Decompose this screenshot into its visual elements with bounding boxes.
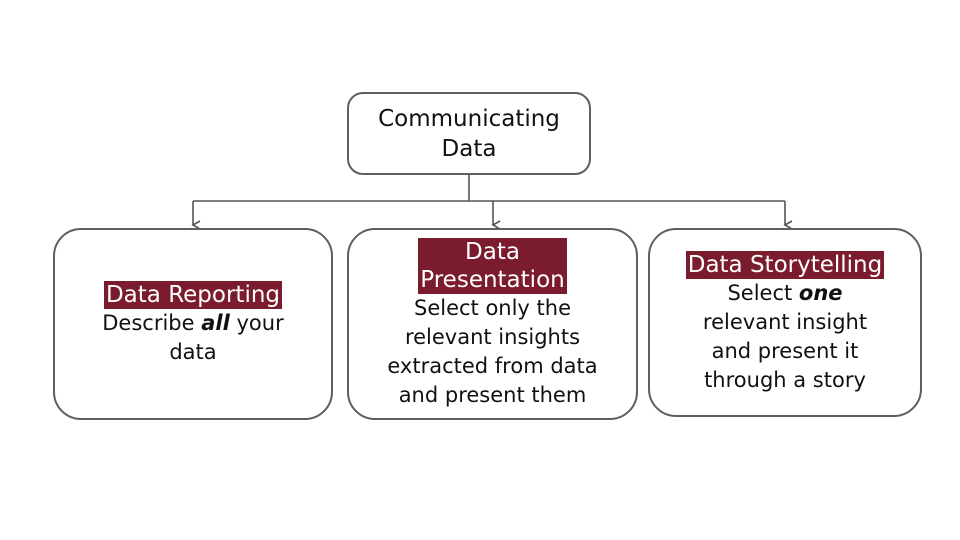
node-description-line: Describe all your — [102, 309, 283, 338]
node-data-presentation: Data Presentation Select only the releva… — [347, 228, 638, 420]
node-description-line: and present it — [711, 338, 859, 363]
node-description-line: Select only the — [413, 296, 572, 320]
desc-text: Select — [727, 280, 799, 305]
node-description: Describe all your data — [102, 309, 283, 367]
node-title-line: Data — [465, 239, 520, 265]
node-description-line: Select one — [703, 279, 867, 308]
desc-emphasis: one — [798, 280, 843, 305]
node-title-line: Presentation — [420, 267, 565, 293]
root-node-label-line: Data — [441, 135, 497, 162]
desc-text: Describe — [102, 311, 202, 335]
desc-text: your — [229, 311, 284, 335]
node-title: Data Storytelling — [685, 250, 885, 279]
node-description-line: through a story — [704, 367, 866, 392]
node-description: Select only the relevant insights extrac… — [387, 294, 597, 410]
root-node-communicating-data: Communicating Data — [347, 92, 591, 175]
node-description-line: relevant insights — [404, 325, 581, 349]
desc-emphasis: all — [201, 311, 230, 335]
node-title: Data Reporting — [103, 281, 283, 309]
node-data-reporting: Data Reporting Describe all your data — [53, 228, 333, 420]
node-description-line: relevant insight — [702, 309, 868, 334]
node-title-line: Data Storytelling — [687, 251, 883, 278]
node-data-storytelling: Data Storytelling Select one relevant in… — [648, 228, 922, 417]
node-description-line: and present them — [398, 383, 587, 407]
node-description-line: extracted from data — [387, 354, 598, 378]
desc-text: data — [169, 340, 217, 364]
node-description-line: data — [102, 338, 283, 367]
node-title: Data Presentation — [418, 238, 567, 294]
root-node-label-line: Communicating — [378, 105, 560, 132]
node-description: Select one relevant insight and present … — [703, 279, 867, 395]
node-title-line: Data Reporting — [105, 282, 281, 308]
